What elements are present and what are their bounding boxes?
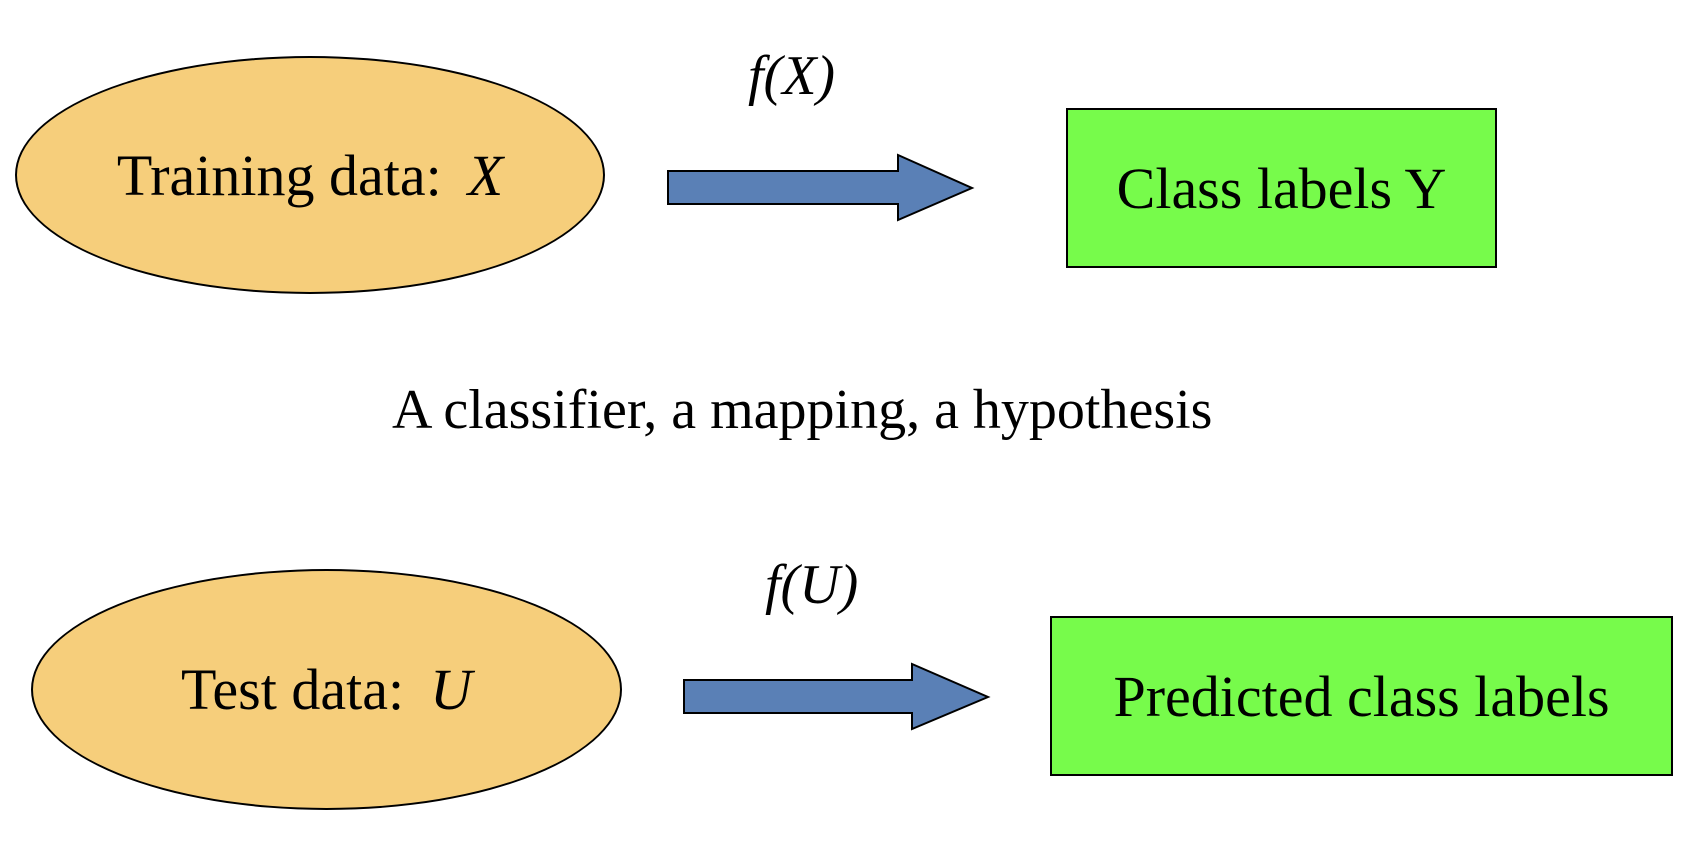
test-arrow-shape — [683, 662, 991, 731]
diagram-caption: A classifier, a mapping, a hypothesis — [392, 379, 1213, 441]
class-labels-box: Class labels Y — [1066, 108, 1497, 268]
training-data-variable: X — [467, 142, 504, 208]
class-labels-text: Class labels Y — [1116, 155, 1447, 221]
predicted-class-labels-box: Predicted class labels — [1050, 616, 1673, 776]
training-data-ellipse: Training data: X — [15, 56, 605, 294]
training-arrow-shape — [667, 153, 975, 222]
training-function-label: f(X) — [748, 45, 836, 107]
test-data-variable: U — [430, 657, 472, 722]
test-function-label: f(U) — [765, 554, 859, 616]
training-data-text: Training data: — [116, 142, 442, 208]
test-data-text: Test data: — [181, 657, 405, 722]
predicted-class-labels-text: Predicted class labels — [1113, 663, 1610, 729]
training-data-label: Training data: X — [117, 142, 503, 209]
test-data-ellipse: Test data: U — [31, 569, 622, 810]
test-data-label: Test data: U — [181, 656, 472, 723]
